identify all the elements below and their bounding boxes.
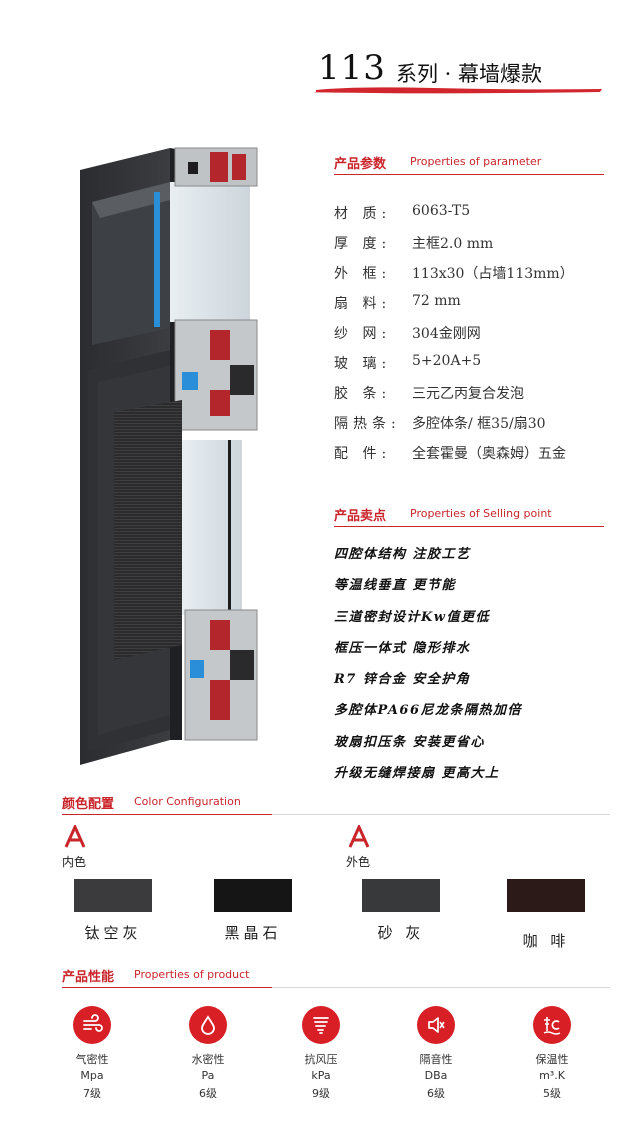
performance-title-en: Properties of product [134, 968, 250, 981]
performance-unit: m³.K [539, 1069, 565, 1082]
series-number: 113 [318, 48, 386, 88]
color-name: 砂 灰 [377, 924, 425, 942]
selling-point: 多腔体PA66尼龙条隔热加倍 [334, 703, 523, 719]
performance-unit: Pa [201, 1069, 215, 1082]
param-value: 304金刚网 [412, 326, 481, 342]
performance-grade: 5级 [543, 1087, 561, 1100]
param-value: 5+20A+5 [412, 353, 482, 369]
selling-point: 等温线垂直 更节能 [334, 578, 457, 594]
param-label: 隔热条: [334, 416, 401, 432]
param-value: 72 mm [412, 293, 461, 309]
performance-grade: 9级 [312, 1087, 330, 1100]
performance-grade: 6级 [199, 1087, 217, 1100]
param-value: 6063-T5 [412, 203, 471, 219]
selling-point: 三道密封设计Kw值更低 [334, 609, 490, 625]
red-brush-stroke [314, 87, 602, 94]
param-value: 主框2.0 mm [412, 236, 494, 252]
performance-section-header: 产品性能 Properties of product [62, 966, 610, 988]
param-label: 材 质: [334, 206, 392, 222]
param-row: 厚 度: 主框2.0 mm [334, 233, 624, 263]
param-row: 隔热条: 多腔体条/ 框35/扇30 [334, 413, 624, 443]
color-swatch-black-crystal [214, 879, 292, 912]
param-value: 113x30（占墙113mm） [412, 266, 574, 282]
selling-point: R7 锌合金 安全护角 [334, 672, 471, 688]
performance-name: 水密性 [191, 1053, 225, 1066]
selling-title-zh: 产品卖点 [334, 509, 387, 524]
param-label: 玻 璃: [334, 356, 392, 372]
performance-item: 气密性 Mpa 7级 [52, 1006, 132, 1101]
colors-section-header: 颜色配置 Color Configuration [62, 793, 610, 815]
param-label: 胶 条: [334, 386, 392, 402]
performance-unit: kPa [311, 1069, 331, 1082]
series-name: 系列 · 幕墙爆款 [396, 62, 543, 86]
performance-title-zh: 产品性能 [62, 970, 115, 985]
color-swatch-sand-grey [362, 879, 440, 912]
letter-a-icon [348, 825, 370, 848]
param-row: 配 件: 全套霍曼（奥森姆）五金 [334, 443, 624, 473]
thermal-insulation-icon [533, 1006, 571, 1044]
param-label: 扇 料: [334, 296, 392, 312]
air-tightness-icon [73, 1006, 111, 1044]
param-row: 胶 条: 三元乙丙复合发泡 [334, 383, 624, 413]
colors-title-en: Color Configuration [134, 795, 241, 808]
performance-unit: Mpa [80, 1069, 104, 1082]
param-row: 玻 璃: 5+20A+5 [334, 353, 624, 383]
performance-grade: 6级 [427, 1087, 445, 1100]
performance-name: 气密性 [75, 1053, 109, 1066]
selling-point: 四腔体结构 注胶工艺 [334, 547, 471, 562]
color-name: 咖 啡 [522, 932, 570, 950]
outer-color-label: 外色 [346, 855, 371, 869]
param-row: 材 质: 6063-T5 [334, 203, 624, 233]
param-label: 外 框: [334, 266, 392, 282]
param-value: 多腔体条/ 框35/扇30 [412, 416, 546, 432]
param-row: 扇 料: 72 mm [334, 293, 624, 323]
performance-name: 抗风压 [304, 1053, 338, 1066]
colors-title-zh: 颜色配置 [62, 797, 115, 812]
params-title-zh: 产品参数 [334, 157, 387, 172]
param-label: 配 件: [334, 446, 392, 462]
performance-unit: DBa [424, 1069, 448, 1082]
param-value: 三元乙丙复合发泡 [412, 386, 524, 402]
param-label: 纱 网: [334, 326, 392, 342]
wind-pressure-icon [302, 1006, 340, 1044]
performance-item: 水密性 Pa 6级 [168, 1006, 248, 1101]
selling-section-header: 产品卖点 Properties of Selling point [334, 505, 604, 527]
performance-name: 隔音性 [419, 1053, 453, 1066]
section-divider [334, 174, 604, 175]
color-swatch-coffee [507, 879, 585, 912]
performance-item: 隔音性 DBa 6级 [396, 1006, 476, 1101]
selling-points-list: 四腔体结构 注胶工艺 等温线垂直 更节能 三道密封设计Kw值更低 框压一体式 隐… [334, 543, 624, 793]
selling-title-en: Properties of Selling point [410, 507, 552, 520]
water-drop-icon [189, 1006, 227, 1044]
params-title-en: Properties of parameter [410, 155, 542, 168]
letter-a-icon [64, 825, 86, 848]
selling-point: 玻扇扣压条 安装更省心 [334, 734, 486, 750]
params-list: 材 质: 6063-T5 厚 度: 主框2.0 mm 外 框: 113x30（占墙11… [334, 203, 624, 473]
section-divider [62, 987, 272, 988]
section-divider [334, 526, 604, 527]
window-profile-illustration [80, 147, 258, 765]
params-section-header: 产品参数 Properties of parameter [334, 153, 604, 175]
color-swatch-titanium-grey [74, 879, 152, 912]
section-divider [62, 814, 272, 815]
color-name: 钛空灰 [84, 924, 142, 942]
section-divider-grey [272, 814, 610, 815]
selling-point: 框压一体式 隐形排水 [334, 640, 471, 656]
performance-item: 抗风压 kPa 9级 [281, 1006, 361, 1101]
param-row: 外 框: 113x30（占墙113mm） [334, 263, 624, 293]
param-row: 纱 网: 304金刚网 [334, 323, 624, 353]
param-label: 厚 度: [334, 236, 392, 252]
selling-point: 升级无缝焊接扇 更高大上 [334, 766, 500, 782]
performance-grade: 7级 [83, 1087, 101, 1100]
outer-color-group: 外色 [346, 825, 386, 870]
param-value: 全套霍曼（奥森姆）五金 [412, 446, 566, 462]
performance-item: 保温性 m³.K 5级 [512, 1006, 592, 1101]
performance-name: 保温性 [535, 1053, 569, 1066]
color-name: 黑晶石 [224, 924, 282, 942]
inner-color-label: 内色 [62, 855, 87, 869]
page-title: 113 系列 · 幕墙爆款 [314, 48, 618, 98]
sound-insulation-icon [417, 1006, 455, 1044]
inner-color-group: 内色 [62, 825, 102, 870]
section-divider-grey [272, 987, 610, 988]
